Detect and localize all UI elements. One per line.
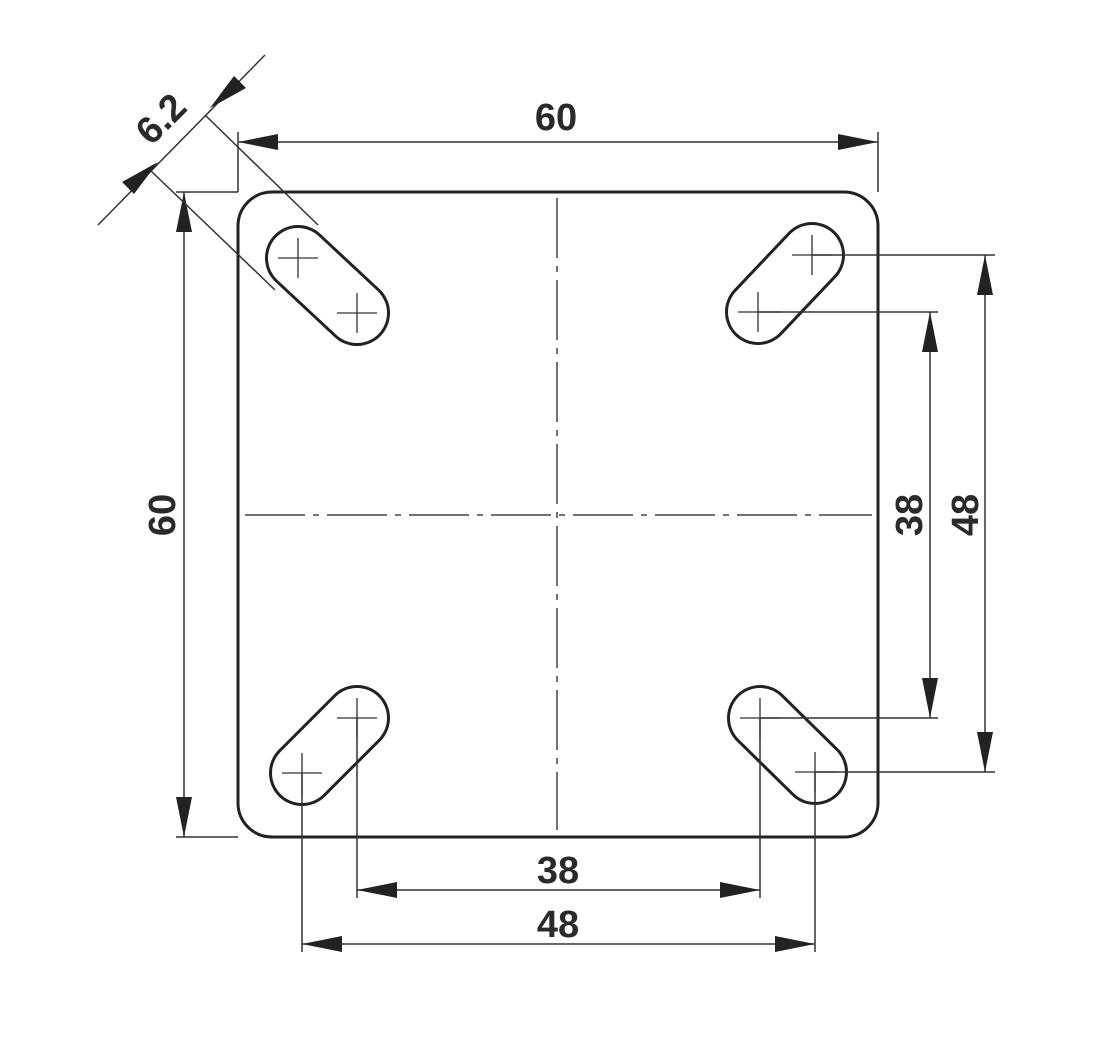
inner-vertical-spacing-dimension: [758, 311, 938, 719]
slot-width-dimension: [97, 54, 319, 291]
overall-height-dimension: [176, 191, 238, 838]
outer-horizontal-spacing-label: 48: [537, 904, 579, 946]
plate-outline: [236, 190, 880, 839]
slot-bottom-right-inner: [730, 688, 845, 802]
outer-vertical-spacing-label: 48: [945, 494, 987, 536]
slot-top-left-inner: [268, 228, 387, 343]
inner-horizontal-spacing-dimension: [356, 718, 761, 898]
outer-horizontal-spacing-dimension: [301, 772, 816, 952]
overall-width-dimension: [237, 132, 879, 192]
overall-height-label: 60: [142, 494, 184, 536]
slot-bottom-left-inner: [272, 688, 387, 803]
slot-width-label: 6.2: [128, 86, 195, 153]
slot-top-right-inner: [728, 225, 842, 342]
inner-vertical-spacing-label: 38: [889, 494, 931, 536]
outer-vertical-spacing-dimension: [812, 254, 995, 773]
inner-horizontal-spacing-label: 38: [537, 850, 579, 892]
overall-width-label: 60: [535, 97, 577, 139]
